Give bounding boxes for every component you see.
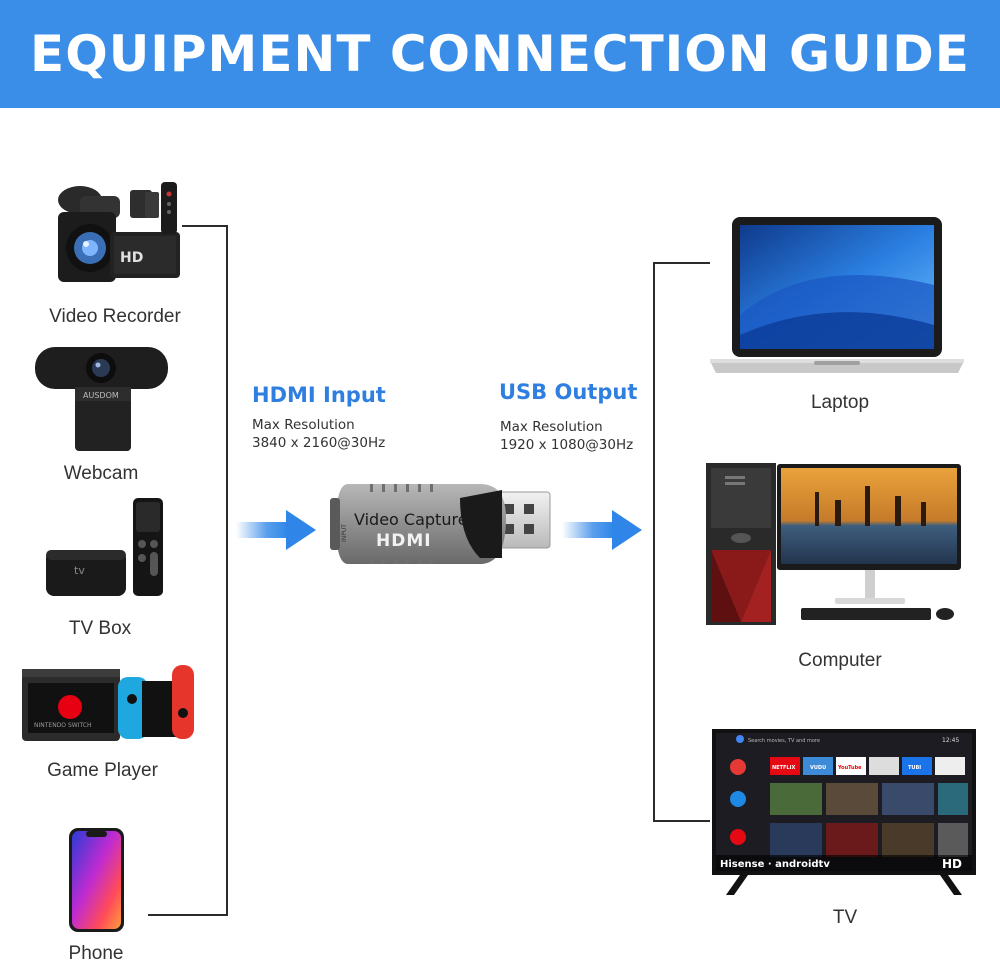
output-arrow-icon bbox=[562, 510, 642, 550]
device-port-label: INPUT bbox=[341, 524, 348, 542]
video-recorder-icon: HD bbox=[58, 182, 180, 282]
output-label-computer: Computer bbox=[798, 650, 882, 671]
tv-app-4: TUBI bbox=[908, 765, 921, 771]
header-banner: EQUIPMENT CONNECTION GUIDE bbox=[0, 0, 1000, 108]
tv-brand: Hisense · androidtv bbox=[720, 859, 830, 870]
phone-icon bbox=[69, 828, 124, 932]
output-connector-vertical bbox=[653, 262, 655, 822]
usb-output-resolution-value: 1920 x 1080@30Hz bbox=[500, 437, 634, 453]
tv-box-brand: tv bbox=[74, 564, 85, 577]
input-connector-top bbox=[182, 225, 228, 227]
tv-app-2: YouTube bbox=[837, 765, 862, 771]
video-capture-device: Video Capture HDMI INPUT bbox=[330, 484, 551, 564]
output-connector-top bbox=[653, 262, 710, 264]
tv-icon: Search movies, TV and more 12:45 NETFLIX… bbox=[712, 729, 976, 895]
tv-box-icon: tv bbox=[46, 498, 163, 596]
device-brand: HDMI bbox=[376, 531, 432, 551]
laptop-icon bbox=[710, 217, 964, 373]
device-name: Video Capture bbox=[354, 510, 468, 529]
desktop-computer-icon bbox=[706, 463, 961, 625]
tv-clock: 12:45 bbox=[942, 737, 959, 744]
tv-app-0: NETFLIX bbox=[772, 765, 795, 771]
hdmi-input-title: HDMI Input bbox=[252, 383, 386, 407]
input-label-tv-box: TV Box bbox=[68, 618, 132, 639]
input-label-webcam: Webcam bbox=[63, 463, 139, 484]
input-label-video-recorder: Video Recorder bbox=[49, 306, 181, 327]
tv-search-text: Search movies, TV and more bbox=[748, 738, 820, 744]
page-title: EQUIPMENT CONNECTION GUIDE bbox=[30, 25, 970, 83]
output-label-tv: TV bbox=[832, 907, 858, 928]
input-connector-bottom bbox=[148, 914, 228, 916]
webcam-icon: AUSDOM bbox=[35, 347, 168, 451]
input-connector-vertical bbox=[226, 225, 228, 916]
output-label-laptop: Laptop bbox=[810, 392, 870, 413]
output-connector-bottom bbox=[653, 820, 710, 822]
tv-app-1: VUDU bbox=[810, 765, 826, 771]
webcam-brand: AUSDOM bbox=[83, 391, 119, 400]
hdmi-input-resolution-value: 3840 x 2160@30Hz bbox=[252, 435, 386, 451]
input-label-phone: Phone bbox=[68, 943, 124, 964]
console-brand: NINTENDO SWITCH bbox=[34, 722, 91, 729]
usb-output-title: USB Output bbox=[499, 380, 638, 404]
input-arrow-icon bbox=[236, 510, 316, 550]
recorder-hd-badge: HD bbox=[120, 250, 143, 266]
game-console-icon: NINTENDO SWITCH bbox=[22, 665, 194, 741]
input-label-game-player: Game Player bbox=[47, 760, 158, 781]
usb-output-resolution-label: Max Resolution bbox=[500, 419, 603, 435]
hdmi-input-resolution-label: Max Resolution bbox=[252, 417, 355, 433]
tv-hd-badge: HD bbox=[942, 857, 962, 871]
